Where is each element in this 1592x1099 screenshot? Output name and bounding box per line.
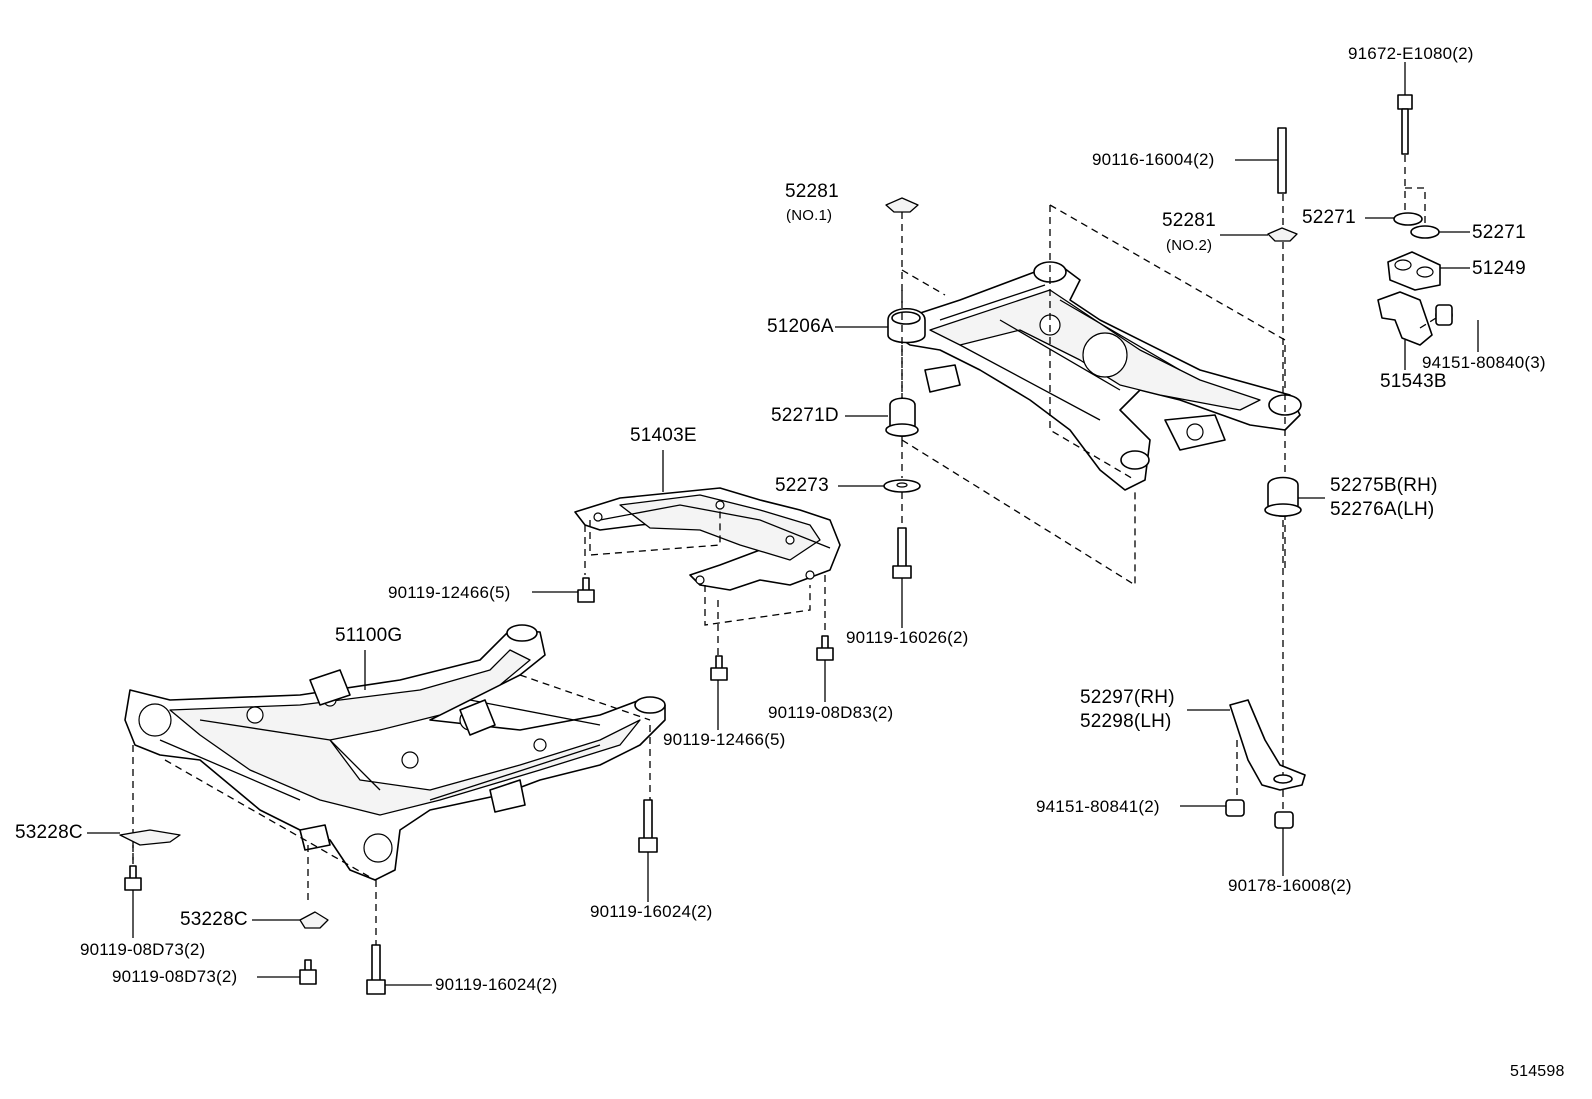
callout-90116-16004: 90116-16004(2)	[1092, 150, 1215, 169]
bolt-90119-16026	[892, 527, 912, 579]
callout-52276a: 52276A(LH)	[1330, 499, 1435, 520]
nut-94151-80840	[1435, 304, 1453, 326]
callout-52281-no1: 52281	[785, 181, 839, 202]
nut-90178-16008	[1274, 811, 1294, 829]
callout-52281-no2: 52281	[1162, 210, 1216, 231]
callout-90119-16026: 90119-16026(2)	[846, 628, 969, 647]
callout-52297: 52297(RH)	[1080, 687, 1175, 708]
bolt-90119-12466-a	[577, 577, 595, 603]
bolt-90119-12466-b	[710, 655, 728, 681]
callout-51100g: 51100G	[335, 625, 403, 646]
cushion-stopper-no1	[885, 197, 919, 213]
plate-53228c-a	[119, 829, 181, 846]
stopper-51249	[1387, 251, 1441, 291]
bolt-90119-08d73-a	[124, 865, 142, 891]
callout-90119-16024-a: 90119-16024(2)	[590, 902, 713, 921]
callout-51403e: 51403E	[630, 425, 697, 446]
callout-94151-80840: 94151-80840(3)	[1422, 353, 1546, 372]
washer-52271	[1393, 212, 1440, 239]
bolt-90119-08d83	[816, 635, 834, 661]
member-cushion-52271d	[885, 397, 919, 438]
bolt-91672-e1080	[1397, 94, 1413, 155]
callout-90119-12466-upper: 90119-12466(5)	[388, 583, 511, 602]
callout-53228c-a: 53228C	[15, 822, 83, 843]
rear-suspension-member	[887, 261, 1302, 491]
stud-90116-16004	[1277, 127, 1287, 194]
callout-90119-08d73-a: 90119-08D73(2)	[80, 940, 206, 959]
bolt-90119-08d73-b	[299, 959, 317, 985]
member-cushion-52275b	[1264, 476, 1302, 518]
nut-94151-80841	[1225, 799, 1245, 817]
callout-52271d: 52271D	[771, 405, 839, 426]
figure-id: 514598	[1510, 1063, 1565, 1080]
callout-52281-no1-note: (NO.1)	[786, 207, 833, 224]
callout-52298: 52298(LH)	[1080, 711, 1172, 732]
member-brace-plate	[574, 487, 841, 591]
callout-90178-16008: 90178-16008(2)	[1228, 876, 1352, 895]
callout-53228c-b: 53228C	[180, 909, 248, 930]
callout-52271-a: 52271	[1302, 207, 1356, 228]
bolt-90119-16024-a	[638, 799, 658, 853]
callout-90119-12466-lower: 90119-12466(5)	[663, 730, 786, 749]
callout-91672-e1080: 91672-E1080(2)	[1348, 44, 1474, 63]
bolt-90119-16024-b	[366, 944, 386, 995]
callout-90119-08d83: 90119-08D83(2)	[768, 703, 894, 722]
callout-51249: 51249	[1472, 258, 1526, 279]
callout-52271-b: 52271	[1472, 222, 1526, 243]
member-brace-52297	[1229, 699, 1306, 791]
callout-51206a: 51206A	[767, 316, 834, 337]
plate-53228c-b	[299, 911, 329, 929]
callout-51543b: 51543B	[1380, 371, 1447, 392]
callout-90119-16024-b: 90119-16024(2)	[435, 975, 558, 994]
callout-52281-no2-note: (NO.2)	[1166, 237, 1213, 254]
cushion-stopper-no2	[1267, 227, 1298, 242]
callout-52273: 52273	[775, 475, 829, 496]
callout-94151-80841: 94151-80841(2)	[1036, 797, 1160, 816]
callout-52275b: 52275B(RH)	[1330, 475, 1438, 496]
washer-52273	[883, 479, 921, 493]
front-suspension-crossmember	[124, 624, 666, 881]
callout-90119-08d73-b: 90119-08D73(2)	[112, 967, 238, 986]
